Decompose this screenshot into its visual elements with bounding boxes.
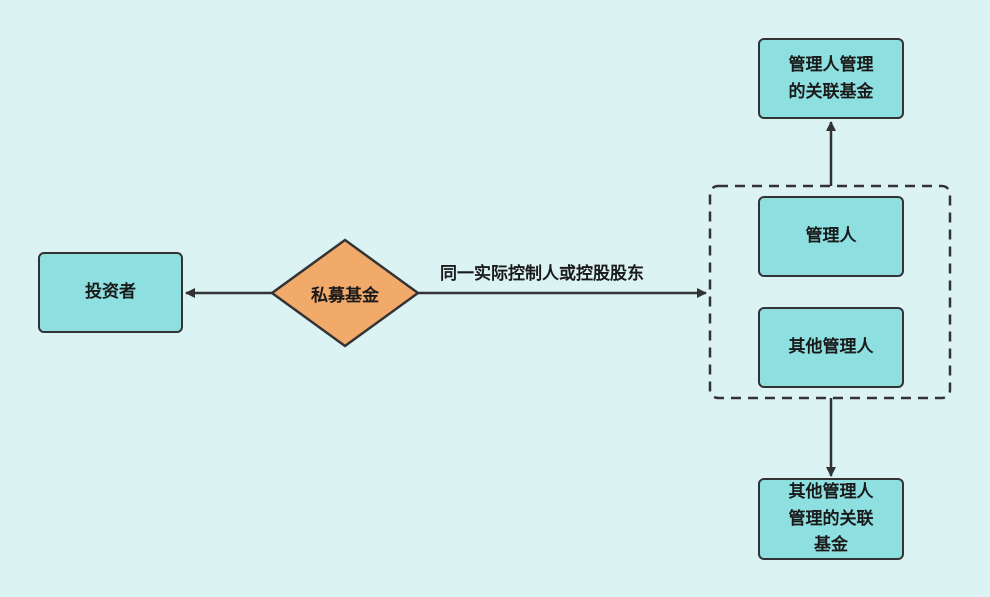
private-fund-diamond [269, 238, 421, 348]
other-manager-node: 其他管理人 [758, 307, 904, 388]
manager-related-fund-node: 管理人管理 的关联基金 [758, 38, 904, 119]
private-fund-label: 私募基金 [311, 285, 379, 306]
other-manager-related-fund-node: 其他管理人 管理的关联 基金 [758, 478, 904, 560]
control-relationship-label: 同一实际控制人或控股股东 [440, 264, 644, 284]
investor-node: 投资者 [38, 252, 183, 333]
manager-node: 管理人 [758, 196, 904, 277]
